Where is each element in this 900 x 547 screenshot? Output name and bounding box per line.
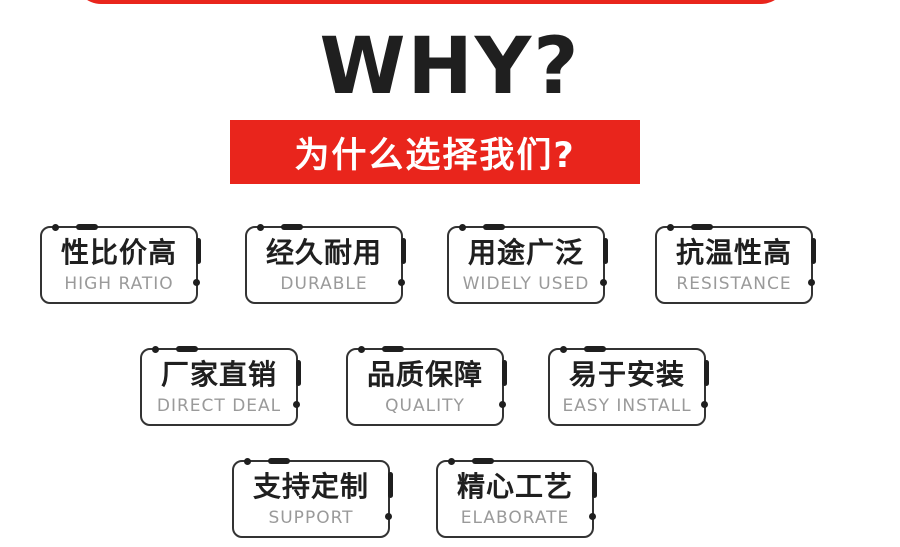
corner-dot-icon	[459, 224, 466, 231]
feature-subtitle: QUALITY	[385, 396, 465, 416]
feature-subtitle: ELABORATE	[460, 508, 570, 528]
corner-dot-icon	[358, 346, 365, 353]
corner-dot-icon	[808, 279, 815, 286]
feature-card-quality: 品质保障 QUALITY	[346, 346, 507, 426]
feature-subtitle: DIRECT DEAL	[156, 396, 282, 416]
feature-title: 易于安装	[568, 358, 685, 391]
feature-subtitle: WIDELY USED	[462, 274, 590, 294]
feature-title: 支持定制	[252, 470, 369, 503]
feature-subtitle: SUPPORT	[268, 508, 354, 528]
feature-title: 经久耐用	[265, 236, 382, 269]
corner-dot-icon	[244, 458, 251, 465]
feature-title: 品质保障	[366, 358, 483, 391]
feature-title: 厂家直销	[160, 358, 277, 391]
feature-title: 用途广泛	[467, 236, 584, 269]
corner-dot-icon	[398, 279, 405, 286]
corner-dot-icon	[448, 458, 455, 465]
corner-dot-icon	[589, 513, 596, 520]
feature-card-resistance: 抗温性高 RESISTANCE	[655, 224, 816, 304]
feature-card-durable: 经久耐用 DURABLE	[245, 224, 406, 304]
corner-dot-icon	[385, 513, 392, 520]
corner-dot-icon	[52, 224, 59, 231]
corner-dot-icon	[667, 224, 674, 231]
corner-dot-icon	[701, 401, 708, 408]
feature-card-high-ratio: 性比价高 HIGH RATIO	[40, 224, 201, 304]
feature-card-support: 支持定制 SUPPORT	[232, 458, 393, 538]
top-red-banner	[75, 0, 787, 4]
subtitle-text: 为什么选择我们?	[294, 135, 576, 176]
corner-dot-icon	[193, 279, 200, 286]
feature-subtitle: HIGH RATIO	[64, 274, 174, 294]
feature-subtitle: RESISTANCE	[676, 274, 792, 294]
corner-dot-icon	[600, 279, 607, 286]
corner-dot-icon	[499, 401, 506, 408]
feature-subtitle: EASY INSTALL	[562, 396, 692, 416]
feature-card-elaborate: 精心工艺 ELABORATE	[436, 458, 597, 538]
feature-card-easy-install: 易于安装 EASY INSTALL	[548, 346, 709, 426]
feature-title: 性比价高	[60, 236, 177, 269]
page-title: WHY?	[319, 22, 581, 112]
corner-dot-icon	[257, 224, 264, 231]
feature-title: 抗温性高	[675, 236, 792, 269]
feature-card-widely-used: 用途广泛 WIDELY USED	[447, 224, 608, 304]
corner-dot-icon	[560, 346, 567, 353]
feature-card-direct-deal: 厂家直销 DIRECT DEAL	[140, 346, 301, 426]
feature-title: 精心工艺	[456, 470, 573, 503]
subtitle-banner: 为什么选择我们?	[230, 120, 640, 184]
corner-dot-icon	[152, 346, 159, 353]
corner-dot-icon	[293, 401, 300, 408]
feature-subtitle: DURABLE	[280, 274, 368, 294]
